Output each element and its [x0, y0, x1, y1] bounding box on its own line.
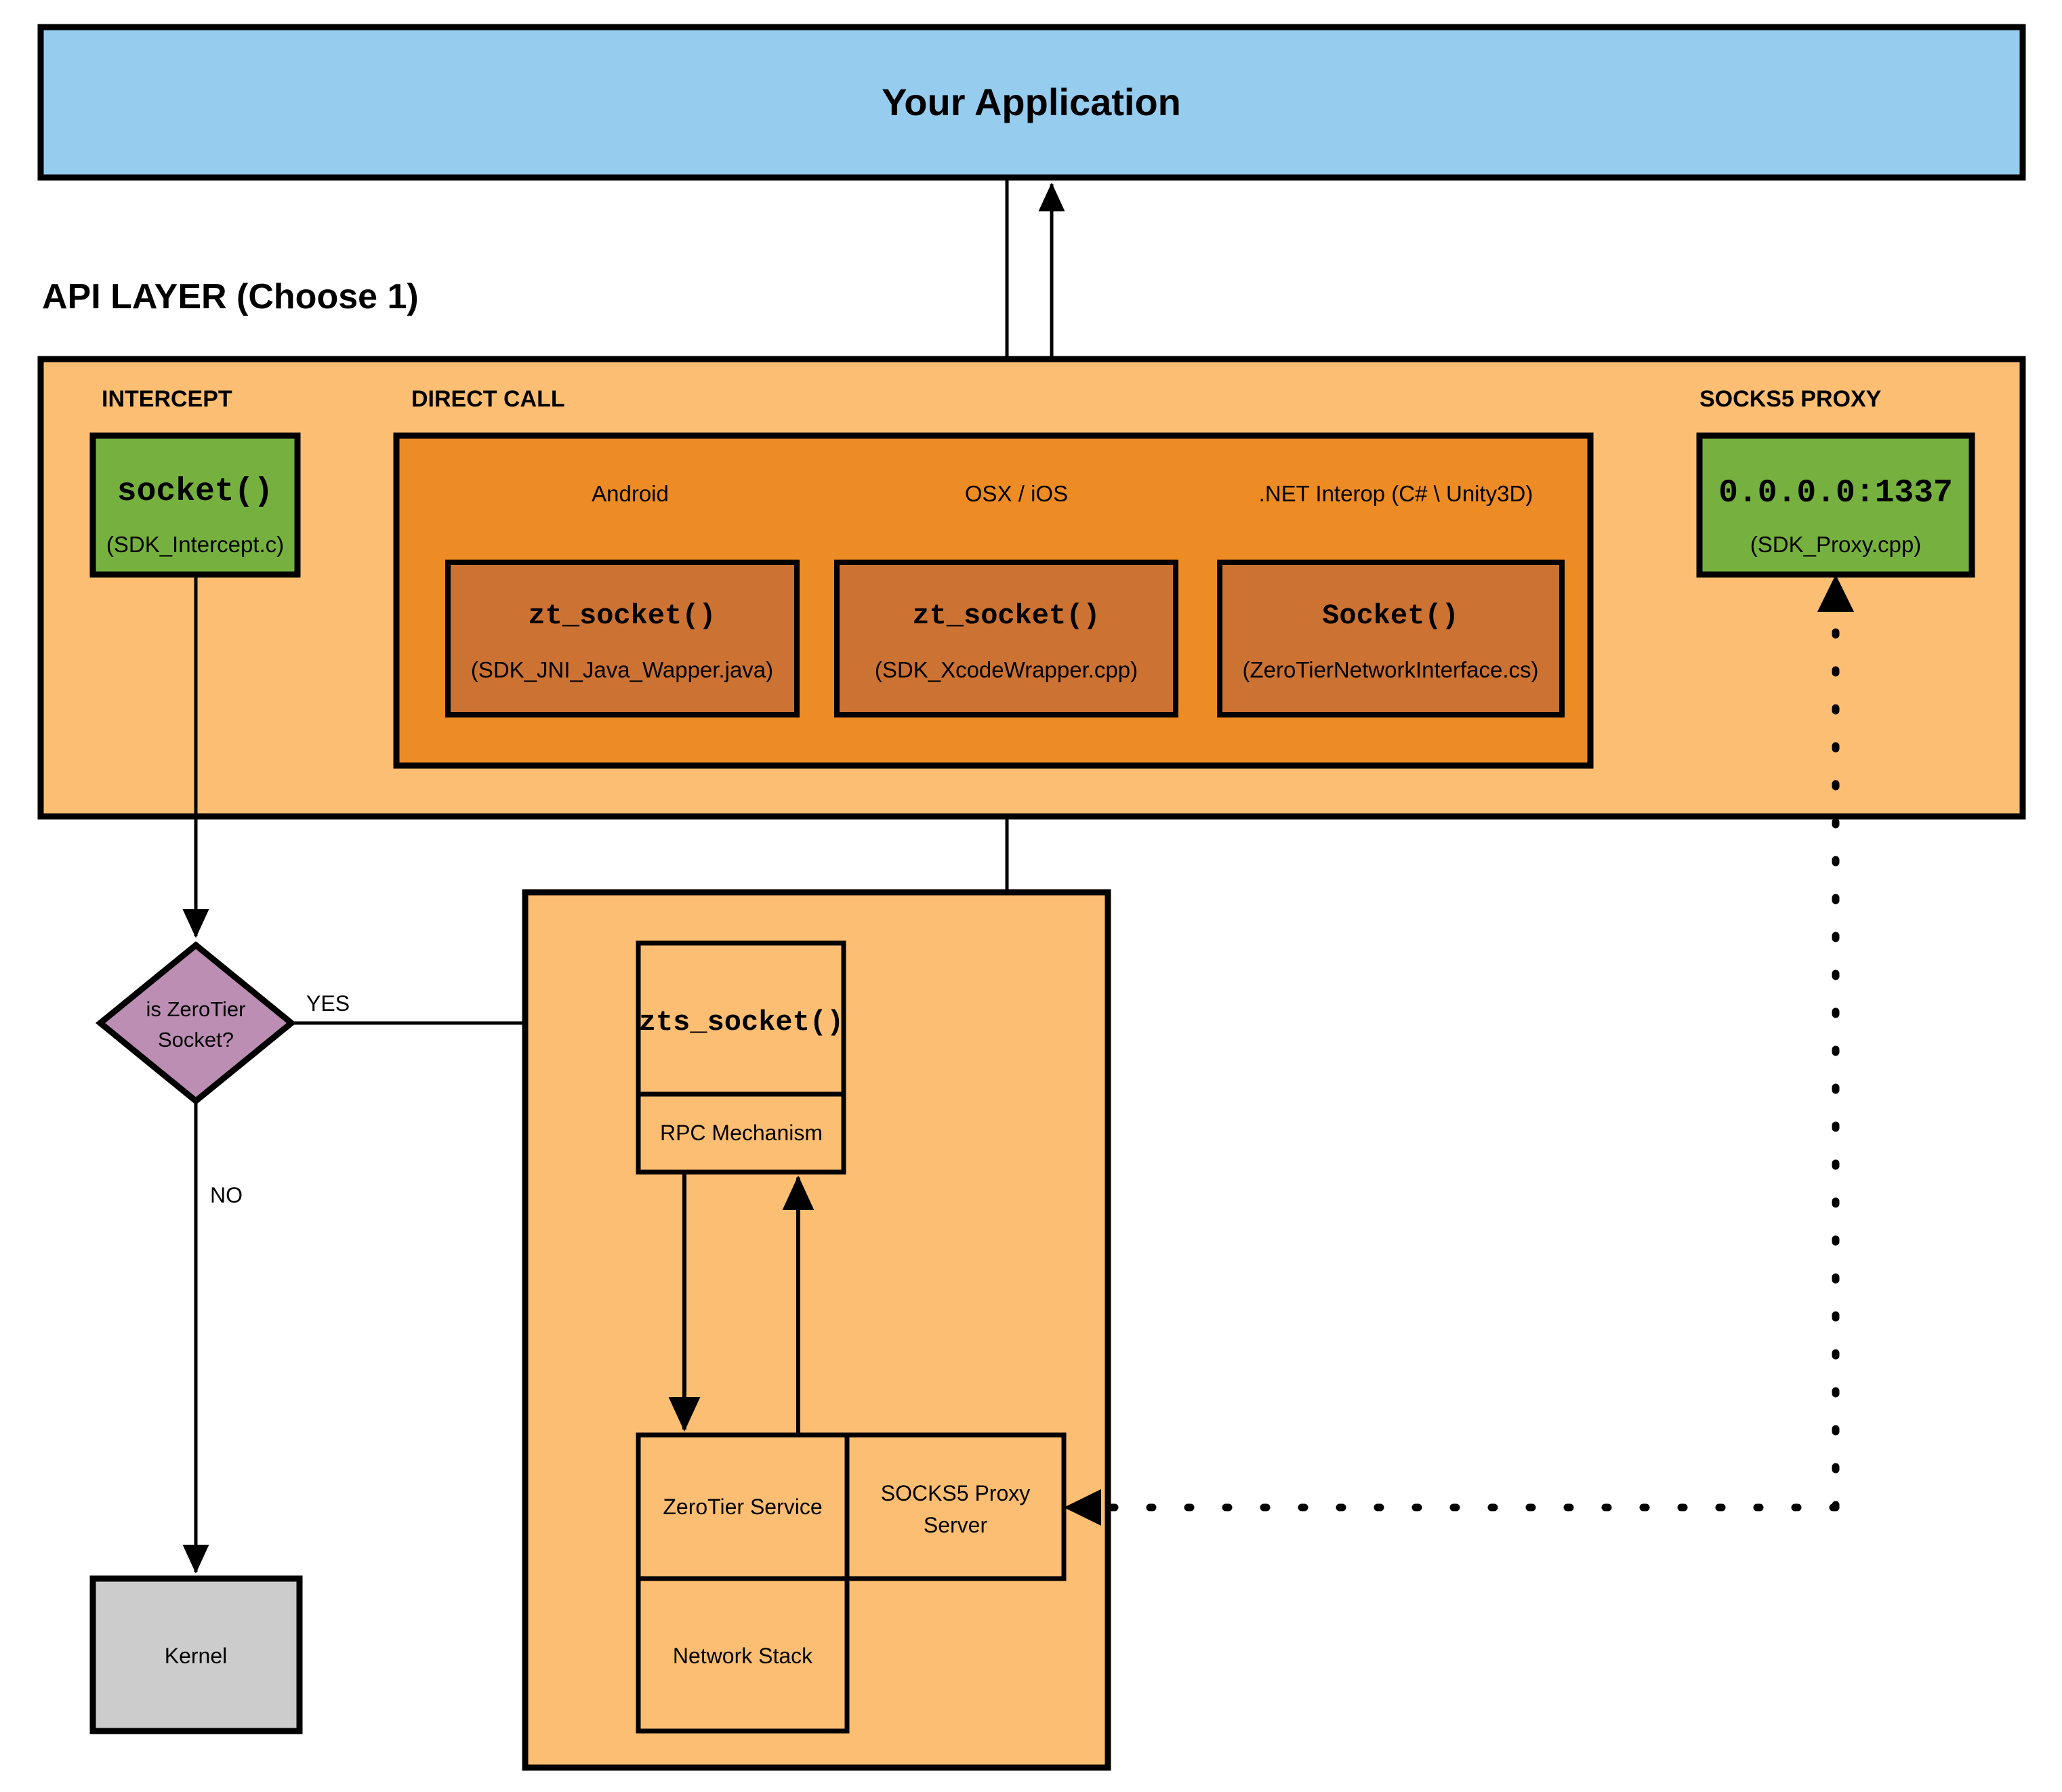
wrapper-box-android[interactable]: zt_socket() (SDK_JNI_Java_Wapper.java) — [445, 560, 800, 717]
zts-socket-rect[interactable] — [636, 940, 846, 1097]
zerotier-service-box[interactable]: ZeroTier Service — [636, 1432, 850, 1581]
socks5-proxy-server-label-line1: SOCKS5 Proxy — [881, 1481, 1031, 1505]
socks5-proxy-address: 0.0.0.0:1337 — [1718, 475, 1953, 512]
decision-label-line1: is ZeroTier — [146, 997, 246, 1021]
api-layer-heading: API LAYER (Choose 1) — [42, 277, 419, 316]
wrapper-box-osx-ios[interactable]: zt_socket() (SDK_XcodeWrapper.cpp) — [834, 560, 1178, 717]
kernel-rect[interactable] — [89, 1575, 303, 1734]
socks5-proxy-server-rect[interactable] — [844, 1432, 1067, 1581]
zts-socket-box[interactable]: zts_socket() — [636, 940, 846, 1097]
rpc-mechanism-box[interactable]: RPC Mechanism — [636, 1091, 846, 1175]
network-stack-label: Network Stack — [673, 1644, 813, 1668]
api-layer-panel: INTERCEPT DIRECT CALL SOCKS5 PROXY socke… — [37, 356, 2026, 820]
socks5-proxy-rect[interactable] — [1696, 432, 1975, 578]
platform-label-dotnet: .NET Interop (C# \ Unity3D) — [1259, 481, 1533, 506]
dotted-arrowhead-left — [1064, 1489, 1101, 1526]
wrapper-rect-dotnet[interactable] — [1217, 560, 1565, 717]
wrapper-file-dotnet: (ZeroTierNetworkInterface.cs) — [1242, 657, 1538, 682]
dotted-arrowhead-up — [1817, 575, 1854, 612]
wrapper-name-dotnet: Socket() — [1322, 600, 1459, 632]
intercept-socket-file: (SDK_Intercept.c) — [106, 532, 284, 557]
zts-socket-label: zts_socket() — [639, 1006, 844, 1039]
socks5-dotted-path — [1064, 575, 1854, 1526]
rpc-mechanism-label: RPC Mechanism — [660, 1121, 823, 1145]
decision-is-zerotier-socket[interactable]: is ZeroTier Socket? — [95, 941, 297, 1105]
platform-label-android: Android — [592, 481, 669, 506]
direct-call-panel: Android zt_socket() (SDK_JNI_Java_Wapper… — [393, 432, 1594, 769]
intercept-socket-name: socket() — [117, 474, 273, 510]
wrapper-file-android: (SDK_JNI_Java_Wapper.java) — [471, 657, 773, 682]
your-application-rect — [37, 24, 2026, 181]
edge-label-no: NO — [210, 1183, 243, 1207]
kernel-box[interactable]: Kernel — [89, 1575, 303, 1734]
kernel-label: Kernel — [165, 1644, 228, 1668]
wrapper-rect-osx-ios[interactable] — [834, 560, 1178, 717]
decision-label-line2: Socket? — [158, 1028, 234, 1051]
intercept-socket-rect[interactable] — [89, 432, 301, 578]
zerotier-service-label: ZeroTier Service — [663, 1495, 822, 1519]
platform-label-osx-ios: OSX / iOS — [965, 481, 1068, 506]
rpc-mechanism-rect[interactable] — [636, 1091, 846, 1175]
intercept-socket-box[interactable]: socket() (SDK_Intercept.c) — [89, 432, 301, 578]
wrapper-box-dotnet[interactable]: Socket() (ZeroTierNetworkInterface.cs) — [1217, 560, 1565, 717]
wrapper-file-osx-ios: (SDK_XcodeWrapper.cpp) — [875, 657, 1138, 682]
wrapper-name-osx-ios: zt_socket() — [912, 600, 1100, 632]
socks5-proxy-server-label-line2: Server — [924, 1513, 988, 1537]
network-stack-box[interactable]: Network Stack — [636, 1576, 850, 1734]
column-heading-socks5-proxy: SOCKS5 PROXY — [1699, 386, 1882, 412]
network-stack-rect[interactable] — [636, 1576, 850, 1734]
socks5-proxy-box[interactable]: 0.0.0.0:1337 (SDK_Proxy.cpp) — [1696, 432, 1975, 578]
column-heading-direct-call: DIRECT CALL — [411, 386, 565, 412]
your-application-block: Your Application — [37, 24, 2026, 181]
edge-label-yes: YES — [306, 991, 350, 1016]
your-application-label: Your Application — [882, 81, 1181, 123]
socks5-proxy-file: (SDK_Proxy.cpp) — [1750, 532, 1921, 557]
wrapper-name-android: zt_socket() — [528, 600, 716, 632]
service-panel: zts_socket() RPC Mechanism ZeroTier Serv… — [522, 889, 1111, 1771]
column-heading-intercept: INTERCEPT — [102, 386, 232, 412]
socks5-proxy-server-box[interactable]: SOCKS5 Proxy Server — [844, 1432, 1067, 1581]
decision-diamond-shape[interactable] — [95, 941, 297, 1105]
wrapper-rect-android[interactable] — [445, 560, 800, 717]
